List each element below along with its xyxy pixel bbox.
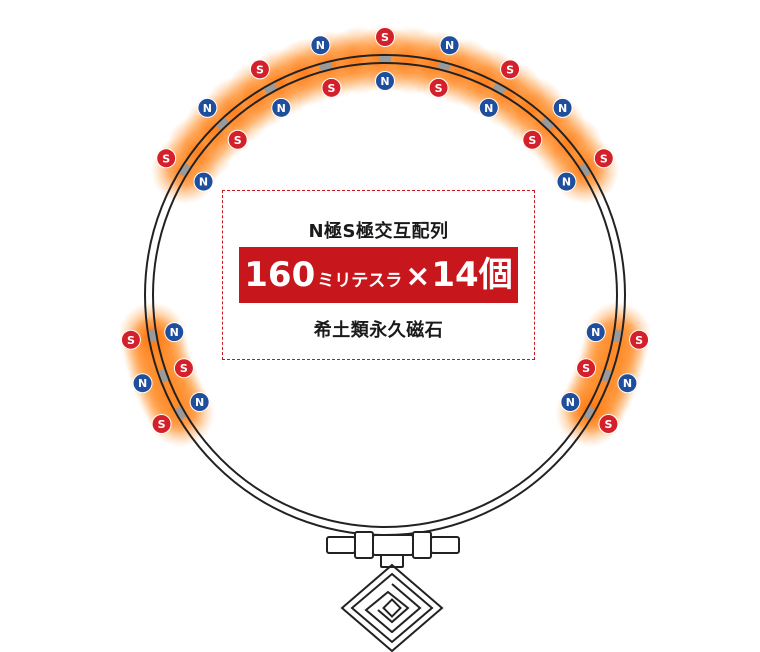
south-pole-magnet: S xyxy=(428,77,449,98)
south-pole-magnet: S xyxy=(249,59,270,80)
south-pole-magnet: S xyxy=(629,329,650,350)
magnet-segment xyxy=(437,62,451,71)
magnet-segment xyxy=(613,329,622,343)
pole-label: S xyxy=(162,152,170,165)
pole-label: S xyxy=(234,134,242,147)
magnet-segment xyxy=(319,62,333,71)
pole-label: S xyxy=(127,334,135,347)
pole-label: N xyxy=(277,102,286,115)
magnet-segment xyxy=(158,369,169,383)
strength-value: 160 xyxy=(244,255,316,295)
south-pole-magnet: S xyxy=(156,148,177,169)
pole-label: S xyxy=(528,134,536,147)
magnet-segment xyxy=(216,117,229,131)
north-pole-magnet: N xyxy=(439,35,460,56)
south-pole-magnet: S xyxy=(120,329,141,350)
pole-label: N xyxy=(558,102,567,115)
pole-label: S xyxy=(600,152,608,165)
north-pole-magnet: N xyxy=(375,71,395,91)
north-pole-magnet: N xyxy=(556,171,577,192)
magnet-segment xyxy=(541,117,554,131)
pole-label: N xyxy=(591,326,600,339)
north-pole-magnet: N xyxy=(585,322,606,343)
pole-label: S xyxy=(582,362,590,375)
pole-label: N xyxy=(445,39,454,52)
magnet-segment xyxy=(179,163,191,177)
pole-label: S xyxy=(327,82,335,95)
south-pole-magnet: S xyxy=(227,129,248,150)
strength-unit: ミリテスラ xyxy=(317,271,403,291)
pole-label: N xyxy=(138,377,147,390)
pole-label: N xyxy=(380,75,389,88)
pole-label: N xyxy=(566,396,575,409)
clasp xyxy=(326,531,460,568)
pole-label: S xyxy=(381,31,389,44)
pole-label: N xyxy=(195,396,204,409)
south-pole-magnet: S xyxy=(500,59,521,80)
necklace-ring-inner xyxy=(152,62,618,528)
pole-label: S xyxy=(635,334,643,347)
south-pole-magnet: S xyxy=(598,414,619,434)
pole-label: N xyxy=(170,326,179,339)
north-pole-magnet: N xyxy=(164,322,185,343)
magnet-segment xyxy=(148,329,157,343)
magnet-segments xyxy=(148,56,622,420)
magnet-segment xyxy=(579,163,591,177)
south-pole-magnet: S xyxy=(522,129,543,150)
magnet-segment xyxy=(601,369,612,383)
pole-label: N xyxy=(562,176,571,189)
south-pole-magnet: S xyxy=(576,358,597,379)
pole-label: S xyxy=(256,63,264,76)
north-pole-magnet: N xyxy=(132,373,153,394)
pole-label: N xyxy=(199,176,208,189)
material-label: 希土類永久磁石 xyxy=(313,320,444,341)
north-pole-magnet: N xyxy=(271,97,292,118)
north-pole-magnet: N xyxy=(189,392,210,412)
north-pole-magnet: N xyxy=(478,97,499,118)
spec-box: N極S極交互配列 160 ミリテスラ × 14 個 希土類永久磁石 xyxy=(222,190,535,360)
north-pole-magnet: N xyxy=(193,171,214,192)
strength-banner: 160 ミリテスラ × 14 個 xyxy=(239,247,518,303)
magnet-segment xyxy=(263,83,278,95)
pole-label: S xyxy=(158,418,166,431)
pole-label: N xyxy=(316,39,325,52)
pole-label: S xyxy=(506,63,514,76)
magnet-count: 14 xyxy=(431,255,479,295)
north-pole-magnet: N xyxy=(197,97,218,118)
arrangement-heading: N極S極交互配列 xyxy=(308,221,449,242)
north-pole-magnet: N xyxy=(552,97,573,118)
north-pole-magnet: N xyxy=(617,373,638,394)
magnet-segment xyxy=(492,83,507,95)
times-symbol: × xyxy=(405,259,431,294)
pole-label: S xyxy=(604,418,612,431)
pole-label: S xyxy=(435,82,443,95)
south-pole-magnet: S xyxy=(375,27,395,47)
magnet-segment xyxy=(175,406,187,420)
magnet-segment xyxy=(583,406,595,420)
pole-label: N xyxy=(623,377,632,390)
south-pole-magnet: S xyxy=(321,77,342,98)
pole-label: N xyxy=(484,102,493,115)
magnet-segment xyxy=(379,56,391,62)
count-unit: 個 xyxy=(478,255,513,295)
south-pole-magnet: S xyxy=(151,414,172,434)
south-pole-magnet: S xyxy=(593,148,614,169)
diamond-pendant xyxy=(340,563,444,652)
north-pole-magnet: N xyxy=(560,392,581,412)
north-pole-magnet: N xyxy=(310,35,331,56)
south-pole-magnet: S xyxy=(173,358,194,379)
magnets: S N N S S N N S S N N S S N N S S N S N N S S N S N N S S N xyxy=(120,27,650,434)
pole-label: N xyxy=(203,102,212,115)
pole-label: S xyxy=(180,362,188,375)
